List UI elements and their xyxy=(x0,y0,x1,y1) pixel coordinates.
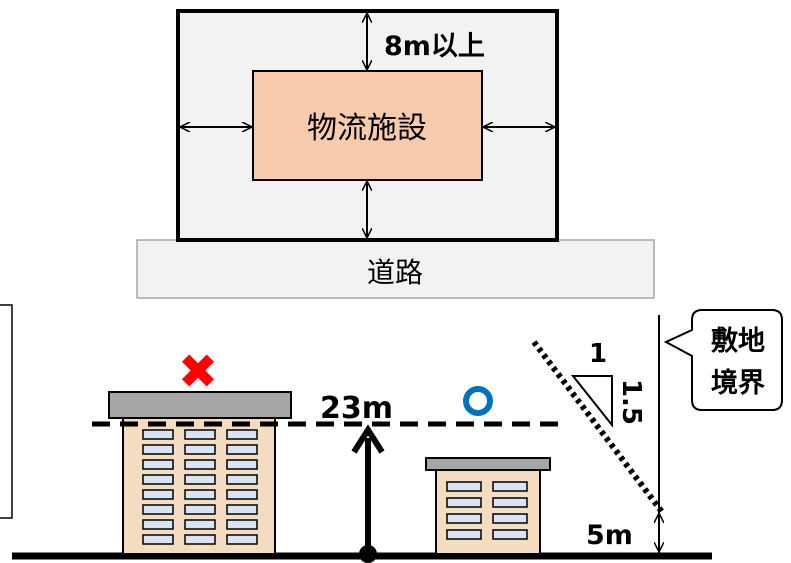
cross-mark: ✖ xyxy=(178,344,218,400)
slope-run-label: 1 xyxy=(589,339,607,369)
window xyxy=(184,429,216,440)
height-arrow-head xyxy=(351,424,385,454)
setback-label: 8m以上 xyxy=(384,31,485,62)
window xyxy=(142,429,174,440)
slope-rise-label: 1.5 xyxy=(616,379,646,425)
site-boundary-callout xyxy=(663,309,783,411)
window xyxy=(226,504,258,515)
window xyxy=(184,474,216,485)
window xyxy=(226,444,258,455)
window xyxy=(184,489,216,500)
low-building xyxy=(425,457,551,555)
facility-box xyxy=(252,70,483,181)
window xyxy=(142,474,174,485)
callout-line1: 敷地 xyxy=(711,325,765,357)
height-limit-label: 23m xyxy=(320,391,393,426)
window xyxy=(226,459,258,470)
window xyxy=(142,534,174,545)
window xyxy=(142,459,174,470)
height-arrow-base xyxy=(359,545,377,563)
window xyxy=(492,497,528,508)
window xyxy=(142,504,174,515)
facility-label: 物流施設 xyxy=(307,111,427,146)
window xyxy=(446,529,482,540)
window xyxy=(184,459,216,470)
tall-building xyxy=(108,391,292,555)
window xyxy=(446,497,482,508)
window xyxy=(446,513,482,524)
window xyxy=(226,429,258,440)
road-band xyxy=(136,239,655,299)
slope-line xyxy=(531,340,665,514)
window xyxy=(226,474,258,485)
window xyxy=(226,489,258,500)
window xyxy=(226,534,258,545)
base-offset-label: 5m xyxy=(586,520,633,551)
building-windows xyxy=(142,429,528,545)
road-label: 道路 xyxy=(367,256,423,289)
plan-view: 道路 物流施設 8m以上 xyxy=(136,9,655,299)
section-view: 23m ✖ 1 1.5 5m 敷地 境界 xyxy=(12,309,783,563)
window xyxy=(142,489,174,500)
window xyxy=(142,519,174,530)
window xyxy=(184,504,216,515)
left-frame-edge xyxy=(0,304,13,519)
window xyxy=(142,444,174,455)
window xyxy=(184,519,216,530)
window xyxy=(184,534,216,545)
window xyxy=(184,444,216,455)
window xyxy=(492,529,528,540)
slope-triangle xyxy=(570,375,613,428)
window xyxy=(492,513,528,524)
circle-mark xyxy=(463,386,493,416)
window xyxy=(446,481,482,492)
window xyxy=(226,519,258,530)
window xyxy=(492,481,528,492)
callout-line2: 境界 xyxy=(711,368,765,399)
